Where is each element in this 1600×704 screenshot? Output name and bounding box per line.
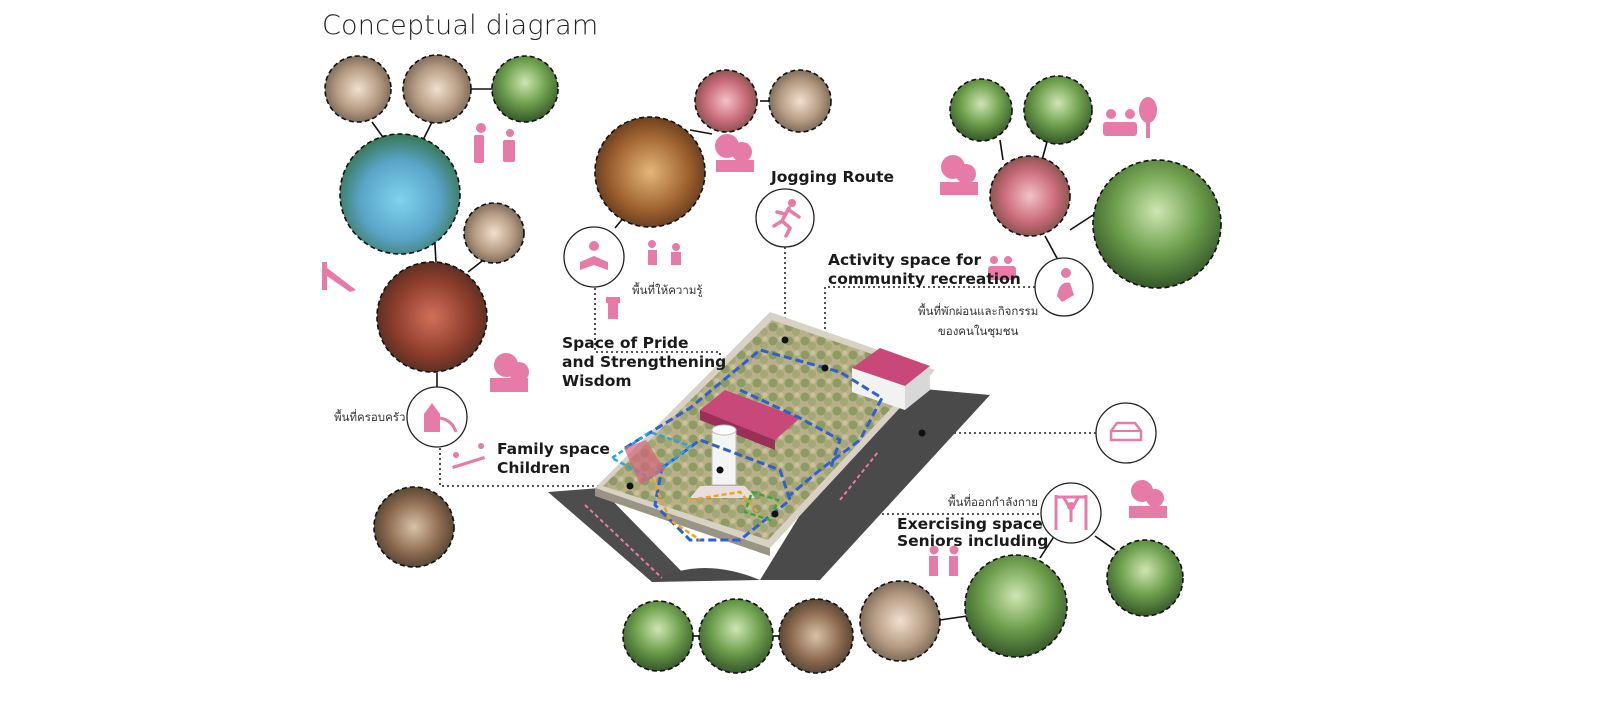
site-plan bbox=[548, 312, 990, 582]
label-jogging-route: Jogging Route bbox=[771, 168, 894, 186]
photo-community-event bbox=[989, 155, 1071, 237]
photo-playground-tower bbox=[373, 486, 455, 568]
icon-circles bbox=[406, 188, 1157, 544]
photo-green-lawn bbox=[1092, 159, 1222, 289]
running-person-icon bbox=[755, 188, 815, 248]
thai-label-exercise: พื้นที่ออกกำลังกาย bbox=[948, 495, 1039, 509]
trees-icon bbox=[1129, 480, 1167, 518]
photo-family-play-3 bbox=[491, 55, 559, 123]
car-icon bbox=[1095, 402, 1157, 464]
parent-child-icon bbox=[474, 123, 515, 163]
label-activity-line2: community recreation bbox=[828, 270, 1021, 288]
pull-up-bar-icon bbox=[1040, 482, 1102, 544]
photo-jogging-path bbox=[949, 78, 1013, 142]
photo-circles bbox=[324, 54, 1222, 674]
label-family-space: Family space Children bbox=[497, 440, 610, 478]
photo-water-playground bbox=[339, 133, 461, 255]
label-family-line2: Children bbox=[497, 459, 571, 477]
label-exercising-space: Exercising space Seniors including bbox=[897, 516, 1048, 550]
group-icon bbox=[988, 256, 1016, 280]
photo-outdoor-gym-1 bbox=[622, 600, 694, 672]
thai-label-family: พื้นที่ครอบครัว bbox=[334, 410, 406, 424]
thai-rest-line1: พื้นที่พักผ่อนและกิจกรรม bbox=[918, 304, 1039, 318]
connector-lines bbox=[371, 88, 1116, 637]
resting-person-icon bbox=[1034, 257, 1094, 317]
trees-icon bbox=[940, 155, 978, 195]
photo-climbing-net bbox=[376, 261, 488, 373]
trees-icon bbox=[715, 134, 754, 172]
photo-reading-hall bbox=[594, 116, 706, 228]
photo-grandparents bbox=[463, 202, 525, 264]
label-pride-line2: and Strengthening bbox=[562, 353, 727, 371]
pink-pictograms bbox=[322, 97, 1167, 576]
label-pride-line1: Space of Pride bbox=[562, 334, 689, 352]
photo-classroom bbox=[694, 69, 758, 133]
label-family-line1: Family space bbox=[497, 440, 610, 458]
playground-castle-icon bbox=[406, 386, 468, 448]
group-icon bbox=[1103, 97, 1157, 138]
trees-icon bbox=[490, 353, 529, 392]
photo-senior-park bbox=[964, 554, 1068, 658]
label-pride-space: Space of Pride and Strengthening Wisdom bbox=[562, 334, 726, 391]
seniors-icon bbox=[929, 545, 959, 576]
slide-icon bbox=[322, 262, 356, 292]
seesaw-icon bbox=[452, 443, 485, 469]
teaching-icon bbox=[648, 240, 681, 265]
photo-exercise-equipment bbox=[859, 580, 941, 662]
thai-label-knowledge: พื้นที่ให้ความรู้ bbox=[632, 283, 703, 297]
photo-family-play-2 bbox=[402, 54, 472, 124]
photo-park-relax bbox=[1023, 75, 1093, 145]
photo-study-group bbox=[768, 69, 832, 133]
page-title: Conceptual diagram bbox=[322, 10, 599, 41]
thai-label-rest: พื้นที่พักผ่อนและกิจกรรม ของคนในชุมชน bbox=[918, 301, 1038, 341]
tower-icon bbox=[606, 297, 620, 319]
photo-outdoor-gym-2 bbox=[698, 598, 774, 674]
label-exercise-line2: Seniors including bbox=[897, 532, 1049, 550]
photo-senior-garden bbox=[1106, 539, 1184, 617]
label-activity-space: Activity space for community recreation bbox=[828, 251, 1021, 289]
thai-rest-line2: ของคนในชุมชน bbox=[937, 324, 1019, 338]
reading-person-icon bbox=[563, 226, 625, 288]
label-exercise-line1: Exercising space bbox=[897, 515, 1043, 533]
photo-senior-dance bbox=[778, 598, 854, 674]
photo-family-play-1 bbox=[324, 55, 392, 123]
label-pride-line3: Wisdom bbox=[562, 372, 632, 390]
label-activity-line1: Activity space for bbox=[828, 251, 982, 269]
